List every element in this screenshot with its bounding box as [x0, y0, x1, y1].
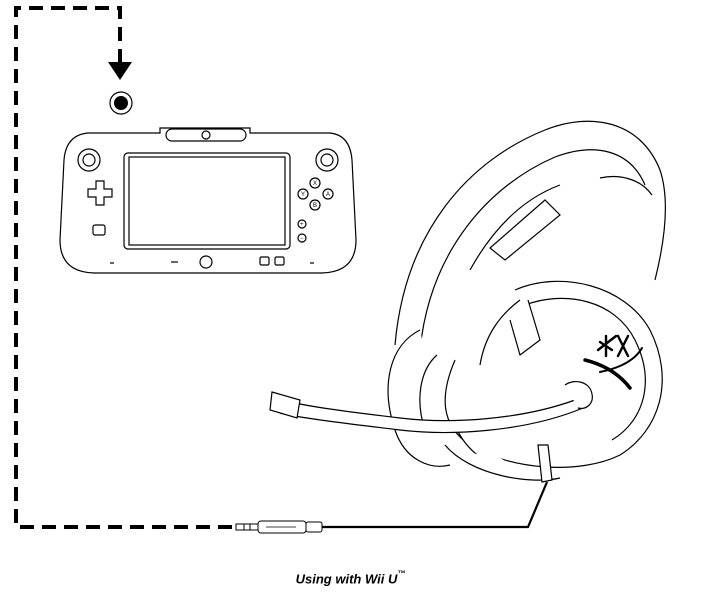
headset-cable [322, 481, 549, 529]
caption-text: Using with Wii U [295, 571, 398, 587]
headset [269, 120, 667, 483]
button-b-label: B [313, 203, 317, 209]
left-earcup [387, 329, 451, 467]
button-x-label: X [313, 181, 317, 187]
button-plus-label: + [300, 222, 304, 228]
headphone-jack-icon [109, 91, 133, 115]
diagram-caption: Using with Wii U™ [0, 569, 701, 587]
dashed-connection-path [14, 6, 232, 529]
hyperx-logo-icon [583, 334, 643, 390]
trademark-symbol: ™ [397, 569, 406, 578]
button-a-label: A [326, 192, 330, 198]
button-minus-label: − [300, 236, 304, 242]
arrow-head-icon [108, 62, 132, 80]
button-y-label: Y [301, 192, 305, 198]
audio-plug-icon [235, 520, 323, 534]
gamepad-button-labels: X A Y B + − [300, 181, 330, 242]
wii-u-gamepad [59, 127, 357, 274]
